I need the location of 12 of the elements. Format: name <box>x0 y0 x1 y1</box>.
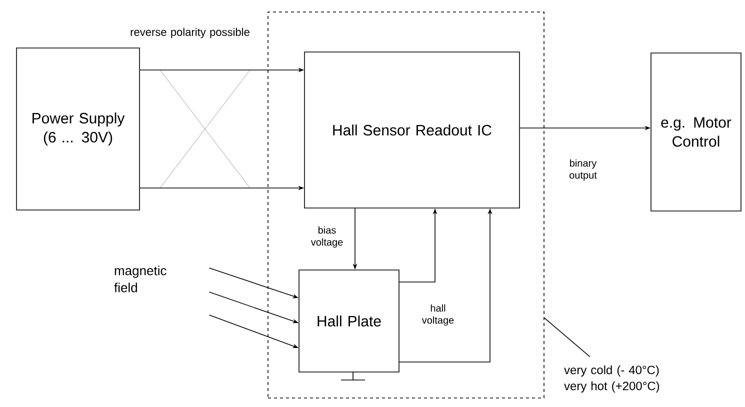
block-box: e.g. Motor Control <box>650 52 742 212</box>
annotation: reverse polarity possible <box>130 28 250 38</box>
text-label: very cold (- 40°C) very hot (+200°C) <box>564 365 660 393</box>
edge-label: binary output <box>560 158 606 182</box>
edge-label: bias voltage <box>304 225 350 249</box>
leader-line <box>544 318 590 358</box>
text-label: magnetic field <box>114 266 166 292</box>
block-box: Hall Sensor Readout IC <box>304 52 520 208</box>
edge-label: hall voltage <box>415 303 461 327</box>
block-box: Power Supply (6 ... 30V) <box>16 48 140 210</box>
block-box: Hall Plate <box>298 270 400 372</box>
boundary-box <box>268 12 544 398</box>
